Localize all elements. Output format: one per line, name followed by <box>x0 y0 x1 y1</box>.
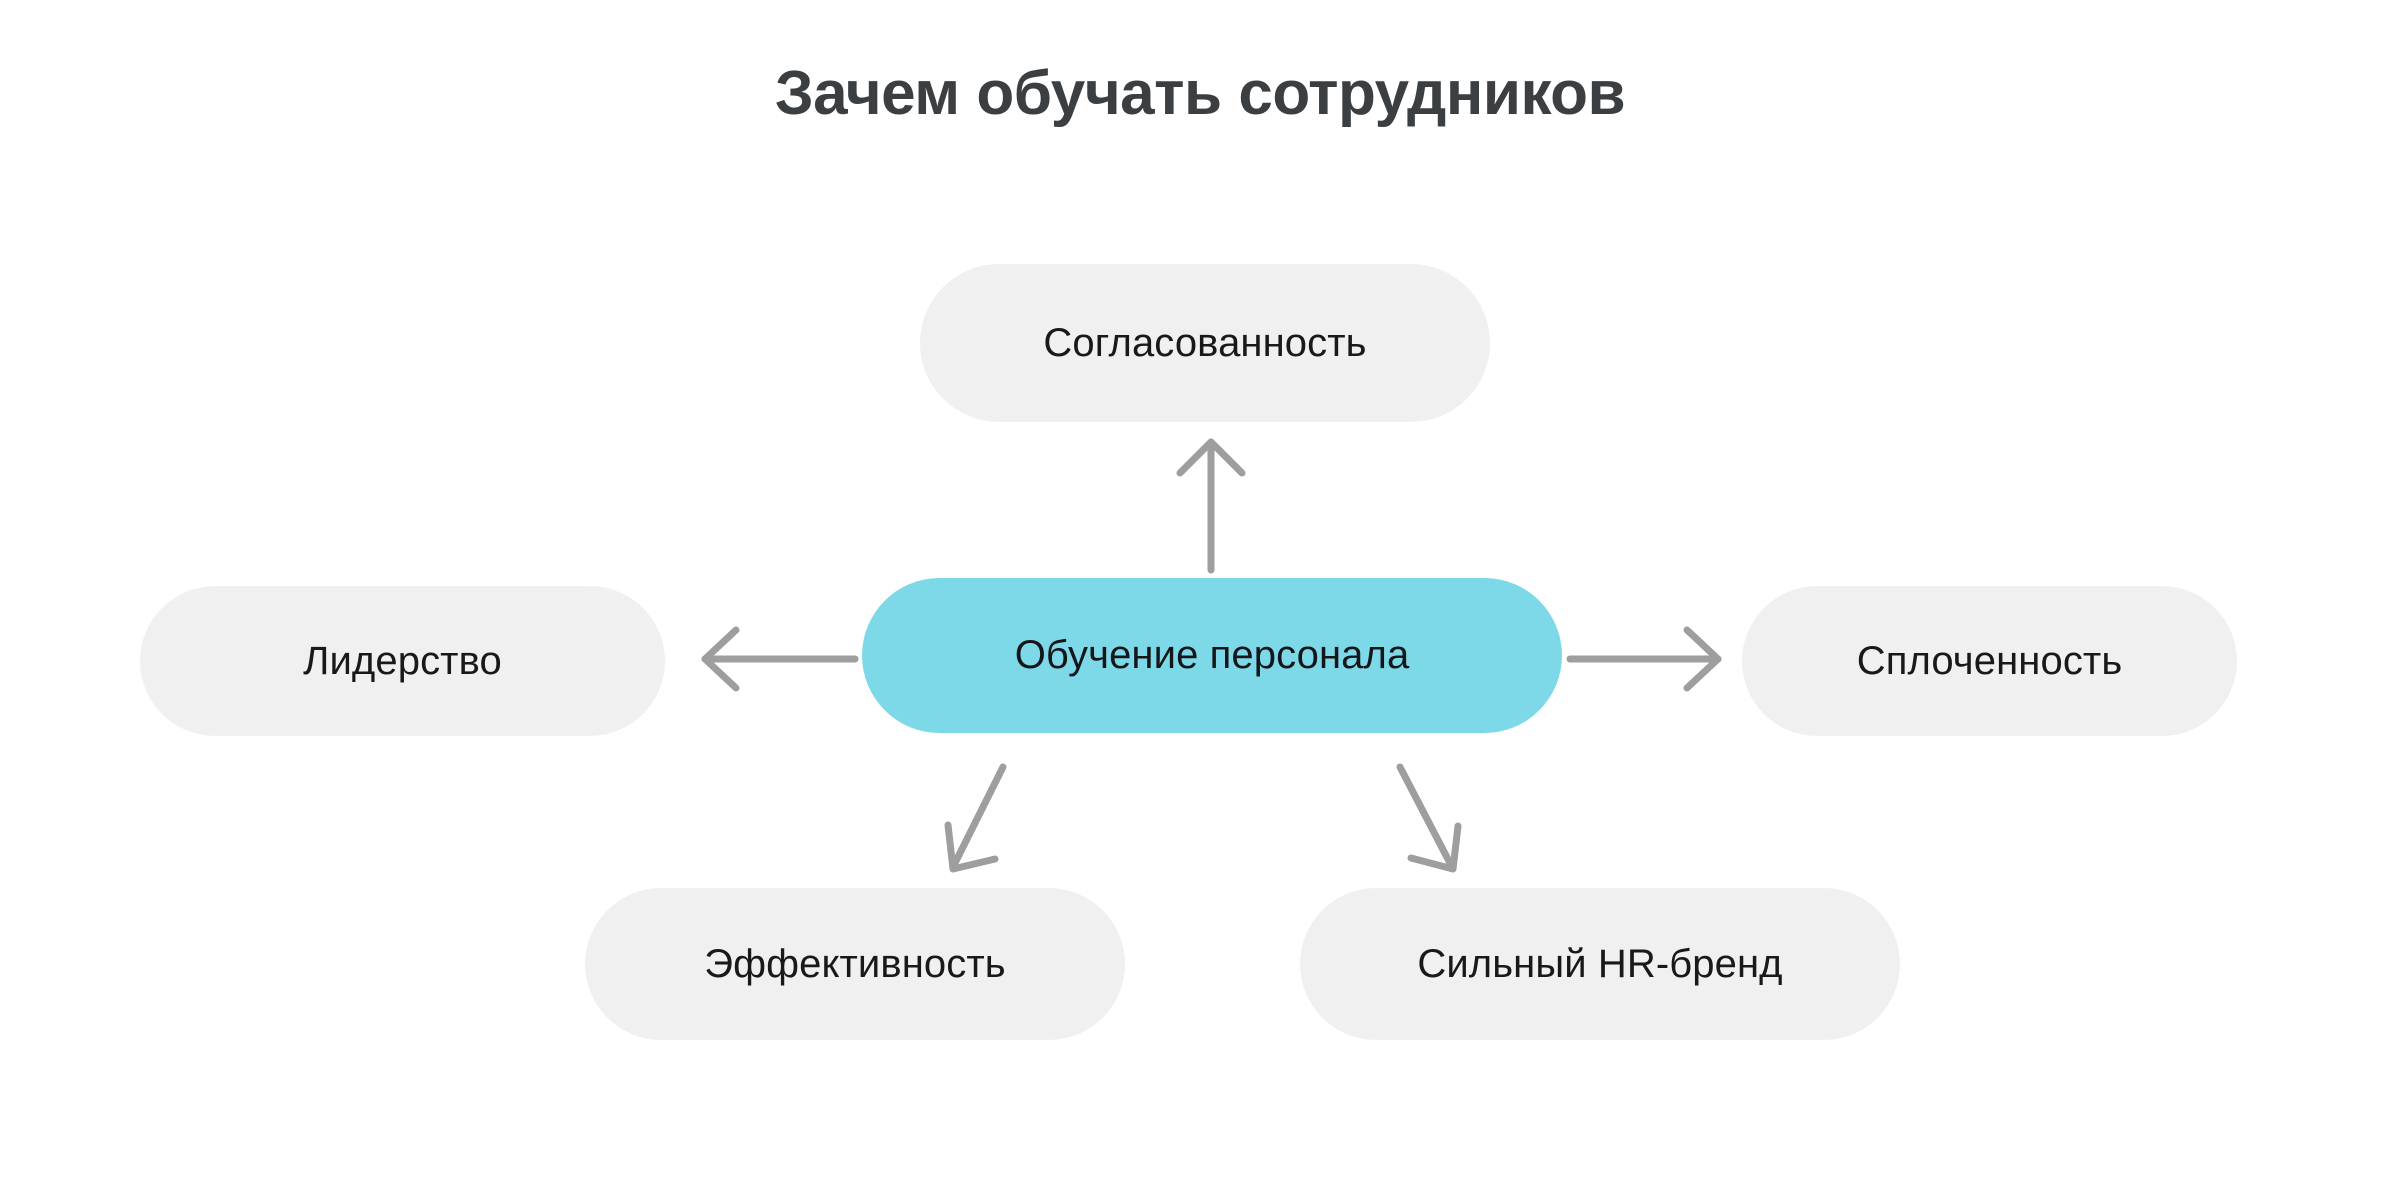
node-center-obuchenie-personala[interactable]: Обучение персонала <box>862 578 1562 733</box>
arrow-center-to-effektivnost <box>944 763 1007 873</box>
arrow-center-to-soglasovannost <box>1176 438 1246 574</box>
arrow-center-to-hr-brand <box>1396 763 1462 873</box>
arrow-center-to-liderstvo <box>701 626 859 692</box>
node-soglasovannost[interactable]: Согласованность <box>920 264 1490 422</box>
arrow-center-to-splochennost <box>1566 626 1722 692</box>
node-splochennost[interactable]: Сплоченность <box>1742 586 2237 736</box>
node-effektivnost[interactable]: Эффективность <box>585 888 1125 1040</box>
node-hr-brand[interactable]: Сильный HR-бренд <box>1300 888 1900 1040</box>
node-liderstvo[interactable]: Лидерство <box>140 586 665 736</box>
page-title: Зачем обучать сотрудников <box>774 59 1626 128</box>
